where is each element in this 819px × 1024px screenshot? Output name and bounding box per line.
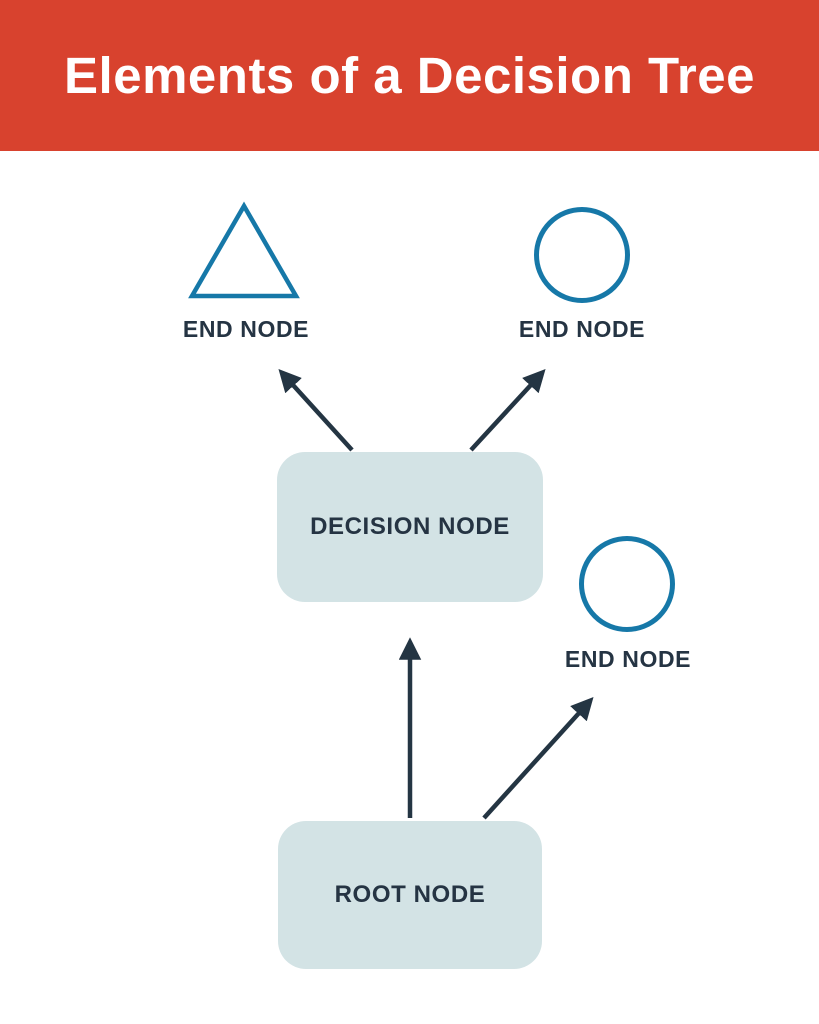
circle-end-node-right-shape [579, 536, 675, 632]
arrow-root-to-circle-right [482, 696, 594, 820]
arrow-decision-to-circle-top [469, 369, 546, 452]
page-title: Elements of a Decision Tree [64, 47, 755, 104]
end-node-triangle-label: END NODE [182, 316, 310, 342]
header-banner: Elements of a Decision Tree [0, 0, 819, 151]
decision-node-label: DECISION NODE [310, 513, 510, 540]
triangle-end-node-shape [188, 201, 300, 299]
root-node-label: ROOT NODE [334, 881, 486, 908]
end-node-circle-right-label: END NODE [564, 646, 692, 672]
circle-end-node-top-shape [534, 207, 630, 303]
decision-node-box: DECISION NODE [277, 452, 543, 602]
end-node-circle-top-label: END NODE [518, 316, 646, 342]
root-node-box: ROOT NODE [278, 821, 542, 969]
arrow-decision-to-triangle [278, 369, 354, 452]
